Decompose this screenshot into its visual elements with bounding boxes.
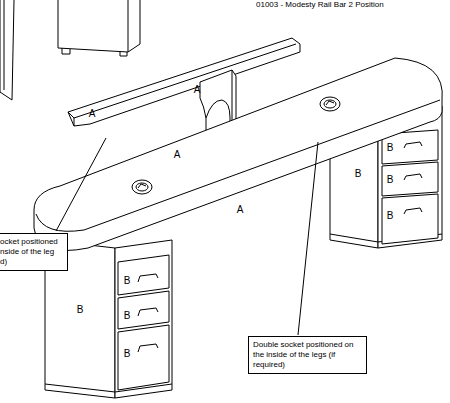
part-letter: B [124,311,131,321]
callout-box: Double socket positioned on the inside o… [248,336,367,374]
part-letter: A [174,150,181,160]
part-letter: B [77,305,84,315]
part-letter: A [89,109,96,119]
callout-text: Double socket positioned on the inside o… [253,340,362,370]
part-letter: B [124,349,131,359]
part-letter: A [194,85,201,95]
part-letter: B [355,169,362,179]
cable-grommet [132,97,340,194]
desk-top [34,58,442,251]
part-letter: B [387,143,394,153]
part-letter: A [237,205,244,215]
part-letter: B [124,276,131,286]
leader-line [56,138,318,335]
callout-box: ocket positioned nside of the leg d) [0,233,68,271]
background-cabinet [0,0,140,100]
drawing-title: 01003 - Modesty Rail Bar 2 Position [256,1,384,9]
callout-text: ocket positioned nside of the leg d) [0,237,63,267]
part-letter: B [387,211,394,221]
part-letter: B [387,175,394,185]
